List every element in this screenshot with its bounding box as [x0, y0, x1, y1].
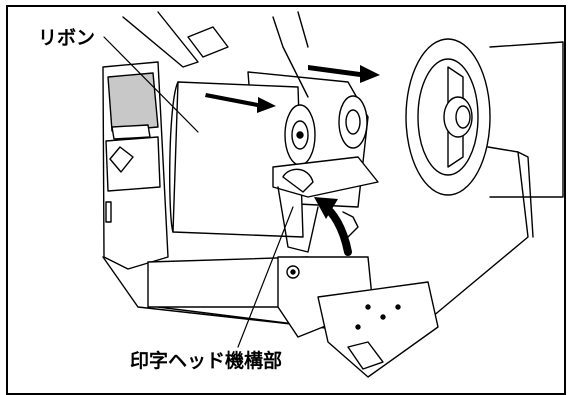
leader-lines: [103, 36, 294, 348]
print-head-mechanism-label: 印字ヘッド機構部: [128, 350, 285, 372]
print-head-mechanism: [272, 156, 439, 378]
ribbon-direction-arrows: [205, 65, 380, 113]
lever-lift-arrow: [314, 197, 352, 256]
top-guide-plates: [122, 11, 309, 98]
illustration-frame: リボン 印字ヘッド機構部: [6, 5, 566, 395]
printer-illustration: [102, 11, 564, 378]
ribbon-label: リボン: [36, 27, 98, 49]
ribbon-takeup-roll: [169, 81, 316, 238]
media-spool-disc: [405, 38, 564, 198]
